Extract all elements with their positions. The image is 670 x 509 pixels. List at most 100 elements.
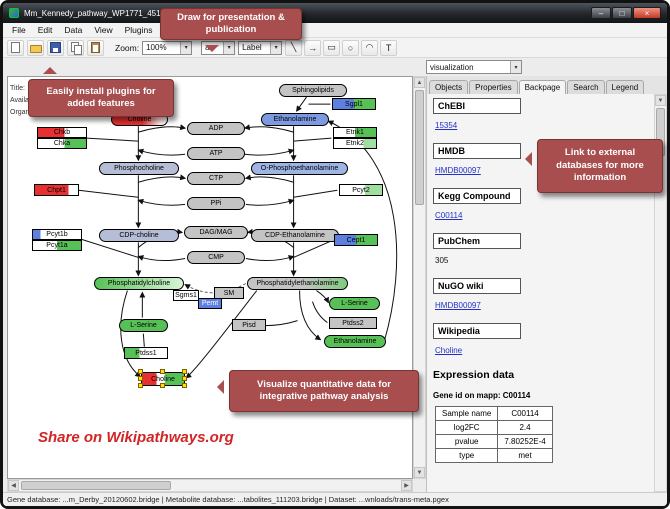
scroll-down-arrow-icon[interactable]: ▼ xyxy=(655,95,666,106)
menu-data[interactable]: Data xyxy=(64,25,83,35)
label-combo[interactable]: Label ▾ xyxy=(238,40,283,55)
backpage-link-kegg-compound[interactable]: C00114 xyxy=(435,211,463,220)
copy-button[interactable] xyxy=(67,39,84,56)
menu-plugins[interactable]: Plugins xyxy=(124,25,153,35)
node-dag-mag[interactable]: DAG/MAG xyxy=(184,226,248,239)
zoom-combo[interactable]: 100% ▾ xyxy=(142,40,193,55)
scroll-up-arrow-icon[interactable]: ▲ xyxy=(414,77,425,88)
node-sm[interactable]: SM xyxy=(214,287,244,299)
node-l-serine-right[interactable]: L-Serine xyxy=(329,297,380,310)
vertical-scroll-thumb[interactable] xyxy=(415,90,424,205)
node-ptdss2[interactable]: Ptdss2 xyxy=(329,317,377,329)
selection-handle[interactable] xyxy=(160,369,165,374)
arrow-tool[interactable]: → xyxy=(304,39,322,56)
selection-handle[interactable] xyxy=(138,383,143,388)
node-pcyt1a[interactable]: Pcyt1a xyxy=(32,240,82,251)
node-ppi[interactable]: PPi xyxy=(187,197,245,210)
scrollbar-corner xyxy=(413,479,426,492)
sidebar-scrollbar[interactable]: ▲ ▼ xyxy=(654,94,667,492)
new-file-button[interactable] xyxy=(7,39,24,56)
tab-objects[interactable]: Objects xyxy=(429,80,469,94)
minimize-button[interactable]: – xyxy=(591,7,611,19)
node-pisd[interactable]: Pisd xyxy=(232,319,266,331)
node-sgms1[interactable]: Sgms1 xyxy=(173,290,199,301)
arc-tool[interactable]: ◠ xyxy=(361,39,379,56)
selection-handle[interactable] xyxy=(138,376,143,381)
scroll-left-arrow-icon[interactable]: ◀ xyxy=(8,480,19,491)
node-chkb[interactable]: Chkb xyxy=(37,127,87,138)
node-pemt[interactable]: Pemt xyxy=(198,298,222,309)
tab-search[interactable]: Search xyxy=(567,80,605,94)
node-cdp-ethanolamine[interactable]: CDP-Ethanolamine xyxy=(251,229,339,242)
node-l-serine-left[interactable]: L-Serine xyxy=(119,319,168,332)
node-ethanolamine-bottom[interactable]: Ethanolamine xyxy=(324,335,386,348)
node-phosphatidylethanolamine[interactable]: Phosphatidylethanolamine xyxy=(247,277,348,290)
close-button[interactable]: × xyxy=(633,7,661,19)
pathway-edge xyxy=(316,290,329,304)
pathway-edge xyxy=(137,198,186,206)
node-phosphocholine[interactable]: Phosphocholine xyxy=(99,162,179,175)
selection-handle[interactable] xyxy=(138,369,143,374)
table-cell: type xyxy=(434,448,499,463)
selection-handle[interactable] xyxy=(182,383,187,388)
menu-edit[interactable]: Edit xyxy=(37,25,53,35)
canvas-vertical-scrollbar[interactable]: ▲ ▼ xyxy=(413,76,426,479)
node-ctp[interactable]: CTP xyxy=(187,172,245,185)
node-sphingolipids[interactable]: Sphingolipids xyxy=(279,84,347,97)
node-adp[interactable]: ADP xyxy=(187,122,245,135)
node-phosphatidylcholine[interactable]: Phosphatidylcholine xyxy=(94,277,184,290)
node-cdp-choline[interactable]: CDP-choline xyxy=(99,229,179,242)
pathway-edge xyxy=(245,255,295,262)
zoom-label: Zoom: xyxy=(115,42,140,53)
node-pcyt1b[interactable]: Pcyt1b xyxy=(32,229,82,240)
tab-backpage[interactable]: Backpage xyxy=(518,80,567,94)
scroll-down-arrow-icon[interactable]: ▼ xyxy=(414,467,425,478)
node-ptdss1[interactable]: Ptdss1 xyxy=(124,347,168,359)
backpage-header-chebi: ChEBI xyxy=(433,98,521,114)
menu-file[interactable]: File xyxy=(12,25,26,35)
node-etnk1[interactable]: Etnk1 xyxy=(333,127,377,138)
node-chpt1[interactable]: Chpt1 xyxy=(34,184,79,196)
selection-handle[interactable] xyxy=(182,369,187,374)
chevron-down-icon[interactable]: ▾ xyxy=(223,41,235,54)
backpage-link-hmdb[interactable]: HMDB00097 xyxy=(435,166,481,175)
save-button[interactable] xyxy=(47,39,64,56)
visualization-combo[interactable]: visualization ▾ xyxy=(426,60,522,74)
chevron-down-icon[interactable]: ▾ xyxy=(270,41,282,54)
node-etnk2[interactable]: Etnk2 xyxy=(333,138,377,149)
node-o-phosphoethanolamine[interactable]: O-Phosphoethanolamine xyxy=(251,162,348,175)
node-pcyt2[interactable]: Pcyt2 xyxy=(339,184,383,196)
chevron-down-icon[interactable]: ▾ xyxy=(180,41,192,54)
table-cell: Sample name xyxy=(434,406,499,421)
label-tool[interactable]: T xyxy=(380,39,398,56)
rectangle-tool[interactable]: ▭ xyxy=(323,39,341,56)
toolbar: Zoom: 100% ▾ an ▾ Label ▾ ╲→▭○◠T xyxy=(3,38,667,58)
backpage-link-wikipedia[interactable]: Choline xyxy=(435,346,463,355)
backpage-link-nugo-wiki[interactable]: HMDB00097 xyxy=(435,301,481,310)
canvas-horizontal-scrollbar[interactable]: ◀ ▶ xyxy=(7,479,413,492)
node-ethanolamine-top[interactable]: Ethanolamine xyxy=(261,113,329,126)
node-sgpl1[interactable]: Sgpl1 xyxy=(332,98,376,110)
node-cmp[interactable]: CMP xyxy=(187,251,245,264)
selection-handle[interactable] xyxy=(182,376,187,381)
maximize-button[interactable]: □ xyxy=(612,7,632,19)
open-file-button[interactable] xyxy=(27,39,44,56)
tab-properties[interactable]: Properties xyxy=(469,80,518,94)
line-tool[interactable]: ╲ xyxy=(285,39,303,56)
paste-button[interactable] xyxy=(87,39,104,56)
horizontal-scroll-thumb[interactable] xyxy=(21,481,171,490)
node-chka[interactable]: Chka xyxy=(37,138,87,149)
node-atp[interactable]: ATP xyxy=(187,147,245,160)
ellipse-tool[interactable]: ○ xyxy=(342,39,360,56)
scroll-right-arrow-icon[interactable]: ▶ xyxy=(401,480,412,491)
node-cept1[interactable]: Cept1 xyxy=(334,234,378,246)
selection-handle[interactable] xyxy=(160,383,165,388)
menu-view[interactable]: View xyxy=(94,25,113,35)
chevron-down-icon[interactable]: ▾ xyxy=(510,61,521,73)
pathway-edge xyxy=(138,174,187,183)
backpage-link-chebi[interactable]: 15354 xyxy=(435,121,458,130)
tab-legend[interactable]: Legend xyxy=(605,80,645,94)
